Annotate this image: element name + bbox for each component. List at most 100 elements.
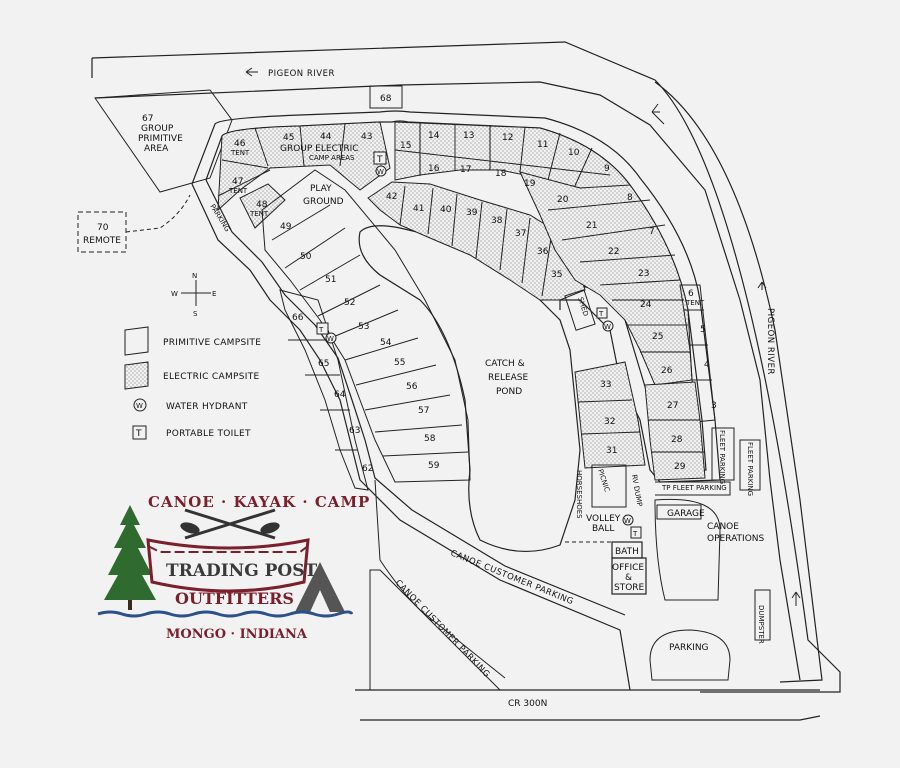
site-10-label: 10 [568, 148, 580, 158]
site-25-label: 25 [652, 332, 663, 342]
sites-top-row-block[interactable] [394, 121, 631, 201]
fleet-parking-2 [739, 439, 761, 491]
toilet-t: T [376, 155, 383, 165]
logo-name-1: TRADING POST [166, 561, 318, 581]
office-label: OFFICE [612, 563, 644, 573]
legend-hydrant-label: WATER HYDRANT [166, 402, 248, 412]
legend-toilet-t: T [135, 429, 142, 439]
site-45-label: 45 [283, 133, 294, 143]
rv-dump-label: RV DUMP [630, 474, 643, 507]
site-70-label: 70 [97, 223, 109, 233]
site-47-tent: TENT [228, 187, 248, 195]
sites-31-33-block[interactable] [574, 361, 646, 469]
site-46-tent: TENT [230, 149, 250, 157]
pine-tree-icon [104, 505, 156, 600]
legend-electric-label: ELECTRIC CAMPSITE [163, 372, 260, 382]
group-primitive-line1: GROUP [141, 124, 174, 134]
canoe-ops-label-2: OPERATIONS [707, 534, 765, 544]
sites-3-6-block[interactable] [679, 284, 716, 423]
site-58-label: 58 [424, 434, 436, 444]
camp-road-outer [191, 110, 721, 483]
river-bank-right [654, 81, 823, 683]
river-bank-top [94, 81, 801, 681]
legend-electric-swatch [124, 361, 149, 390]
site-56-label: 56 [406, 382, 418, 392]
site-21-label: 21 [586, 221, 597, 231]
site-19-label: 19 [524, 179, 536, 189]
legend-toilet-icon [132, 425, 147, 440]
legend-primitive-label: PRIMITIVE CAMPSITE [163, 338, 261, 348]
site-20-label: 20 [557, 195, 569, 205]
toilet-3-t: T [598, 310, 604, 318]
site-29-label: 29 [674, 462, 686, 472]
site-6-label: 6 [688, 289, 694, 299]
toilet-2 [316, 322, 329, 335]
site-28-label: 28 [671, 435, 683, 445]
site-48-label: 48 [256, 200, 268, 210]
fleet-parking-1-label: FLEET PARKING [718, 430, 726, 484]
hydrant-4 [622, 514, 634, 526]
site-68[interactable] [369, 85, 403, 109]
site-62-label: 62 [362, 464, 373, 474]
compass-rose: N S W E [171, 272, 216, 318]
portable-toilet-symbol [373, 151, 387, 165]
site-41-label: 41 [413, 204, 424, 214]
site-46-label: 46 [234, 139, 246, 149]
compass-e: E [212, 290, 216, 298]
garage-label: GARAGE [667, 509, 705, 519]
canoe-ops-label-1: CANOE [707, 522, 739, 532]
road-label: CR 300N [508, 699, 547, 709]
legend-hydrant-w: W [136, 402, 143, 410]
site-50-label: 50 [300, 252, 312, 262]
site-44-label: 44 [320, 132, 332, 142]
hydrant-3 [602, 320, 614, 332]
site-53-label: 53 [358, 322, 369, 332]
site-42-label: 42 [386, 192, 397, 202]
parking-bottom[interactable] [649, 629, 731, 681]
dumpster-label: DUMPSTER [757, 605, 765, 644]
shed [564, 289, 596, 331]
fleet-parking-2-label: FLEET PARKING [746, 442, 754, 496]
site-55-label: 55 [394, 358, 405, 368]
play-label-1: PLAY [310, 184, 332, 194]
site-9-label: 9 [604, 164, 610, 174]
remote-label: REMOTE [83, 236, 121, 246]
site-26-label: 26 [661, 366, 673, 376]
site-48[interactable] [239, 183, 286, 229]
site-68-label: 68 [380, 94, 392, 104]
volley-label-2: BALL [592, 524, 614, 534]
legend-hydrant-icon [133, 398, 147, 412]
site-39-label: 39 [466, 208, 478, 218]
sites-35-42-block[interactable] [367, 181, 586, 301]
site-12-label: 12 [502, 133, 513, 143]
site-15-label: 15 [400, 141, 411, 151]
compass-s: S [193, 310, 198, 318]
site-57-label: 57 [418, 406, 429, 416]
legend-toilet-label: PORTABLE TOILET [166, 429, 251, 439]
office-amp: & [625, 573, 632, 583]
sites-27-29-block[interactable] [644, 381, 706, 481]
site-35-label: 35 [551, 270, 562, 280]
trading-post-logo: CANOE · KAYAK · CAMP TRADING POST OUTFIT… [97, 493, 370, 642]
logo-top-text: CANOE · KAYAK · CAMP [148, 493, 370, 511]
play-label-2: GROUND [303, 197, 344, 207]
water-wave-icon [97, 610, 354, 618]
site-17-label: 17 [460, 165, 471, 175]
site-6-tent: TENT [685, 299, 705, 307]
sites-right-block[interactable] [519, 171, 693, 386]
hydrant-4-w: W [624, 517, 631, 525]
canoe-ops-lot [654, 498, 721, 601]
canoe-parking-label-2: CANOE CUSTOMER PARKING [393, 578, 492, 680]
tent-icon [295, 562, 345, 612]
canoe-parking-label-1: CANOE CUSTOMER PARKING [449, 549, 575, 608]
site-63-label: 63 [349, 426, 360, 436]
volley-label-1: VOLLEY [586, 514, 621, 524]
compass-w: W [171, 290, 178, 298]
water-hydrant-symbol [375, 165, 387, 177]
pond-label-2: RELEASE [488, 373, 529, 383]
site-59-label: 59 [428, 461, 440, 471]
site-38-label: 38 [491, 216, 503, 226]
hydrant-3-w: W [604, 323, 611, 331]
group-primitive-line3: AREA [144, 144, 169, 154]
